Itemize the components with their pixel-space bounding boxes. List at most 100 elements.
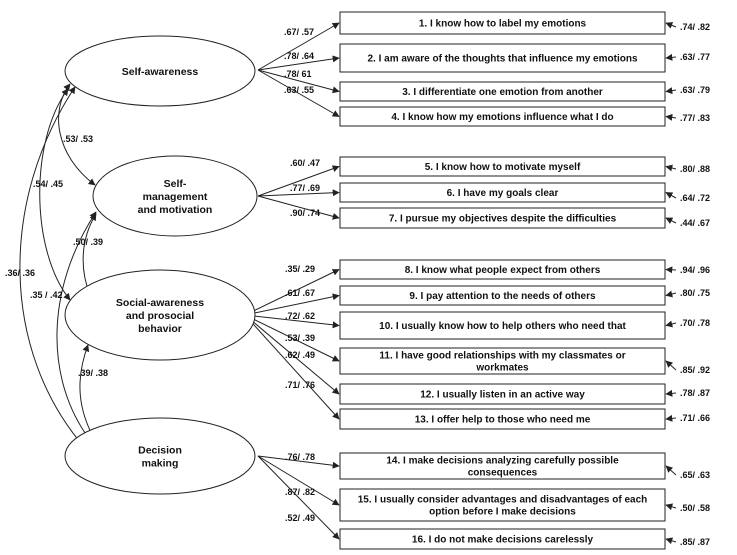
indicator-box: [339, 11, 666, 35]
error-value: .71/ .66: [680, 413, 710, 423]
loading-path: [257, 22, 340, 71]
indicator-label: 13. I offer help to those who need me: [415, 415, 591, 426]
loading-value: .71/ .76: [285, 380, 315, 390]
indicator-label: 11. I have good relationships with my cl…: [379, 351, 625, 362]
indicator-item: 15. I usually consider advantages and di…: [339, 488, 666, 522]
indicator-label: 5. I know how to motivate myself: [425, 162, 581, 173]
latent-factor: Self-awareness: [64, 35, 256, 107]
loading-path: [257, 69, 340, 117]
indicator-box: [339, 347, 666, 375]
indicator-box: [339, 81, 666, 102]
error-arrow: [665, 360, 677, 371]
error-value: .65/ .63: [680, 470, 710, 480]
indicator-box: [339, 156, 666, 177]
indicator-label: 8. I know what people expect from others: [405, 265, 601, 276]
indicator-label: 15. I usually consider advantages and di…: [358, 495, 648, 506]
error-value: .64/ .72: [680, 193, 710, 203]
loading-value: .87/ .82: [285, 487, 315, 497]
loading-path: [257, 455, 340, 506]
correlation-value: .53/ .53: [63, 134, 93, 144]
error-value: .74/ .82: [680, 22, 710, 32]
factor-ellipse: [64, 269, 256, 361]
correlation-curve: [19, 86, 86, 449]
correlation-curve: [79, 344, 96, 441]
indicator-box: [339, 182, 666, 203]
error-arrow: [665, 414, 677, 422]
indicator-label: 12. I usually listen in an active way: [420, 390, 585, 401]
loading-path: [257, 69, 340, 94]
indicator-label: 10. I usually know how to help others wh…: [379, 321, 626, 332]
factor-ellipse: [92, 155, 258, 237]
indicator-label: 3. I differentiate one emotion from anot…: [402, 87, 603, 98]
loading-value: .63/ .55: [284, 85, 314, 95]
indicator-item: 7. I pursue my objectives despite the di…: [339, 207, 666, 229]
error-arrow: [665, 503, 677, 511]
indicator-item: 11. I have good relationships with my cl…: [339, 347, 666, 375]
factor-label: behavior: [138, 323, 182, 335]
indicator-label: 2. I am aware of the thoughts that influ…: [367, 54, 637, 65]
error-arrow: [665, 465, 677, 476]
loading-path: [244, 314, 340, 395]
error-value: .80/ .88: [680, 164, 710, 174]
loading-value: .53/ .39: [285, 333, 315, 343]
indicator-label: 1. I know how to label my emotions: [419, 19, 587, 30]
indicator-item: 4. I know how my emotions influence what…: [339, 106, 666, 127]
error-value: .77/ .83: [680, 113, 710, 123]
indicator-item: 2. I am aware of the thoughts that influ…: [339, 43, 666, 73]
factor-label: management: [143, 191, 208, 203]
indicator-item: 13. I offer help to those who need me: [339, 408, 666, 430]
factor-label: and prosocial: [126, 310, 194, 322]
error-value: .63/ .79: [680, 85, 710, 95]
indicator-label: 7. I pursue my objectives despite the di…: [389, 214, 617, 225]
factor-label: Social-awareness: [116, 297, 204, 309]
correlation-curve: [56, 211, 97, 441]
indicator-label: 6. I have my goals clear: [447, 188, 559, 199]
indicator-box: [339, 528, 666, 550]
indicator-boxes-layer: 1. I know how to label my emotions 2. I a…: [339, 11, 666, 550]
factor-label: and motivation: [138, 204, 213, 216]
indicator-label: option before I make decisions: [429, 507, 576, 518]
loading-value: .35/ .29: [285, 264, 315, 274]
indicator-label: workmates: [475, 363, 529, 374]
indicator-item: 14. I make decisions analyzing carefully…: [339, 452, 666, 480]
error-value: .85/ .92: [680, 365, 710, 375]
error-arrow: [665, 217, 677, 224]
error-value: .78/ .87: [680, 388, 710, 398]
loading-value: .72/ .62: [285, 311, 315, 321]
error-value: .44/ .67: [680, 218, 710, 228]
correlation-value: .39/ .38: [78, 368, 108, 378]
correlation-value: .35 / .42: [30, 290, 63, 300]
factor-label: Self-: [164, 178, 187, 190]
loading-path: [257, 189, 340, 197]
loading-path: [257, 55, 340, 71]
loading-path: [257, 165, 340, 197]
indicator-label: consequences: [468, 468, 538, 479]
loading-value: .77/ .69: [290, 183, 320, 193]
loading-value: .61/ .67: [285, 288, 315, 298]
error-arrows-layer: .74/ .82.63/ .77.63/ .79.77/ .83.80/ .88…: [665, 22, 710, 547]
error-value: .70/ .78: [680, 318, 710, 328]
loading-value: .52/ .49: [285, 513, 315, 523]
indicator-label: 16. I do not make decisions carelessly: [412, 535, 594, 546]
indicator-box: [339, 408, 666, 430]
loading-paths-layer: .67/ .57.78/ .64.78/ 61.63/ .55.60/ .47.…: [244, 22, 340, 540]
indicator-item: 10. I usually know how to help others wh…: [339, 311, 666, 340]
factor-ellipse: [64, 35, 256, 107]
error-arrow: [665, 320, 677, 328]
loading-path: [244, 314, 340, 329]
indicator-box: [339, 488, 666, 522]
correlation-value: .54/ .45: [33, 179, 63, 189]
indicator-item: 5. I know how to motivate myself: [339, 156, 666, 177]
factor-label: Decision: [138, 445, 182, 457]
error-arrow: [665, 192, 677, 199]
indicator-item: 1. I know how to label my emotions: [339, 11, 666, 35]
indicator-box: [339, 259, 666, 280]
loading-path: [244, 314, 340, 420]
indicator-label: 14. I make decisions analyzing carefully…: [386, 456, 619, 467]
loading-path: [244, 269, 340, 316]
indicator-box: [339, 106, 666, 127]
loading-value: .78/ 61: [284, 69, 312, 79]
